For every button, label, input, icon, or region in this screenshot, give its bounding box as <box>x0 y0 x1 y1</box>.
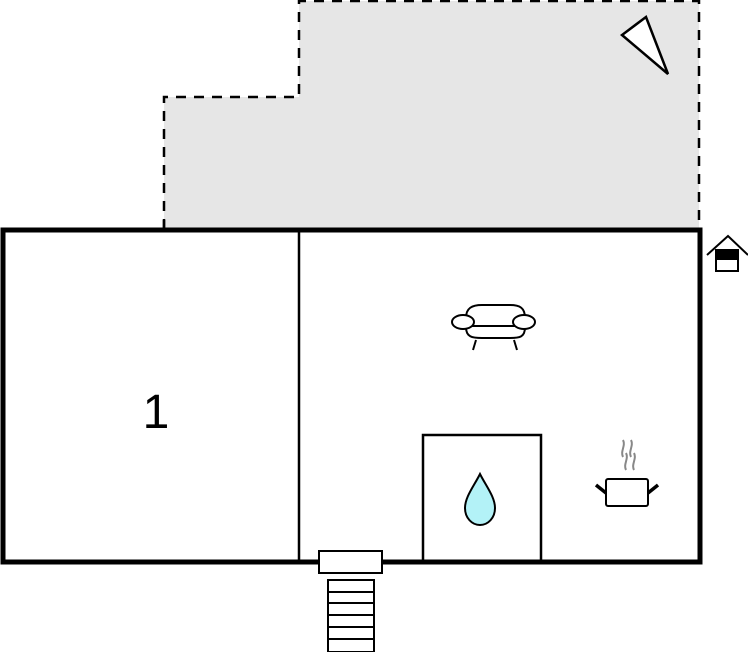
cooking-pot-icon <box>594 439 660 507</box>
north-arrow-icon <box>619 15 670 75</box>
terrace-area <box>162 0 701 229</box>
room-1: 1 <box>143 386 170 439</box>
door-step-icon <box>318 550 383 574</box>
room-1-label: 1 <box>143 386 170 439</box>
sofa-icon <box>451 304 536 351</box>
house-entrance-icon <box>706 234 748 272</box>
stairs-icon <box>327 579 375 652</box>
water-drop-icon <box>463 471 497 527</box>
outer-wall <box>0 227 703 565</box>
